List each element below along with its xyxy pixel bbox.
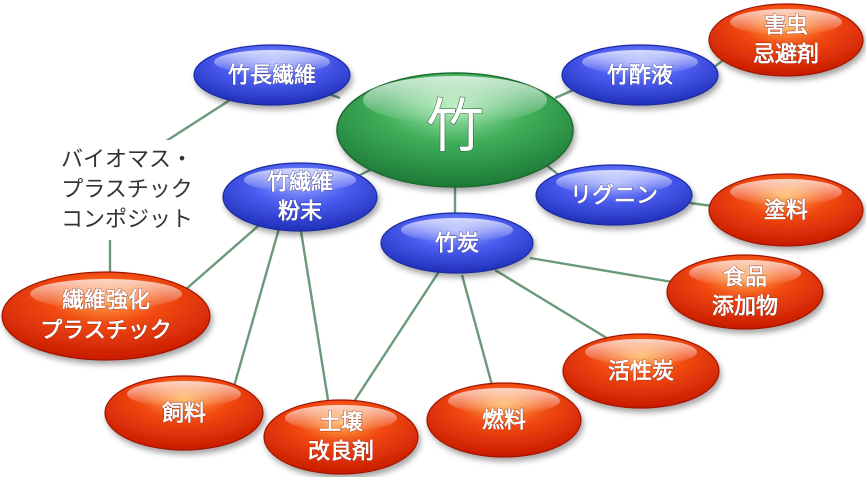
node-insect-repellent: 害虫 忌避剤 bbox=[708, 3, 864, 77]
composite-line-3: コンポジット bbox=[61, 208, 193, 233]
paint-label: 塗料 bbox=[764, 198, 808, 224]
link-fiberpowder-feed bbox=[231, 224, 282, 391]
node-feed: 飼料 bbox=[104, 375, 264, 451]
insect-line-1: 害虫 bbox=[764, 13, 808, 39]
node-reinforced-plastic: 繊維強化 プラスチック bbox=[1, 271, 211, 361]
charcoal-label: 竹炭 bbox=[434, 231, 479, 257]
link-charcoal-activated bbox=[494, 268, 611, 342]
vinegar-label: 竹酢液 bbox=[606, 63, 673, 89]
node-charcoal: 竹炭 bbox=[380, 212, 534, 274]
soil-line-1: 土壌 bbox=[319, 410, 364, 436]
composite-line-1: バイオマス・ bbox=[61, 148, 193, 173]
node-lignin: リグニン bbox=[535, 164, 693, 226]
soil-line-2: 改良剤 bbox=[308, 439, 374, 465]
node-vinegar: 竹酢液 bbox=[561, 44, 719, 106]
insect-line-2: 忌避剤 bbox=[753, 42, 819, 68]
link-charcoal-soil bbox=[353, 269, 442, 401]
node-fuel: 燃料 bbox=[426, 382, 582, 458]
composite-line-2: プラスチック bbox=[61, 178, 193, 203]
lignin-label: リグニン bbox=[570, 183, 658, 209]
reinforced-line-1: 繊維強化 bbox=[62, 288, 150, 314]
reinforced-line-2: プラスチック bbox=[40, 319, 172, 344]
activated-carbon-label: 活性炭 bbox=[608, 359, 674, 385]
food-line-2: 添加物 bbox=[712, 294, 778, 320]
node-soil-conditioner: 土壌 改良剤 bbox=[263, 399, 419, 475]
node-activated-carbon: 活性炭 bbox=[562, 333, 720, 409]
node-root: 竹 bbox=[336, 72, 574, 188]
food-line-1: 食品 bbox=[723, 265, 767, 291]
node-long-fiber: 竹長繊維 bbox=[193, 44, 351, 106]
long-fiber-label: 竹長繊維 bbox=[227, 63, 316, 89]
node-biomass-composite: バイオマス・ プラスチック コンポジット bbox=[38, 140, 218, 240]
fuel-label: 燃料 bbox=[482, 408, 526, 434]
link-fiberpowder-soil bbox=[298, 224, 330, 401]
feed-label: 飼料 bbox=[161, 401, 206, 427]
node-paint: 塗料 bbox=[708, 173, 864, 247]
link-charcoal-food bbox=[529, 256, 691, 287]
fiber-powder-line-1: 竹繊維 bbox=[266, 170, 333, 196]
link-longfiber-composite bbox=[159, 98, 231, 147]
node-fiber-powder: 竹繊維 粉末 bbox=[222, 162, 378, 232]
fiber-powder-line-2: 粉末 bbox=[278, 200, 323, 225]
node-food-additive: 食品 添加物 bbox=[666, 254, 824, 330]
root-label: 竹 bbox=[426, 92, 484, 160]
link-charcoal-fuel bbox=[460, 274, 494, 386]
link-fiberpowder-reinforced bbox=[184, 219, 266, 291]
connectors bbox=[108, 54, 731, 401]
